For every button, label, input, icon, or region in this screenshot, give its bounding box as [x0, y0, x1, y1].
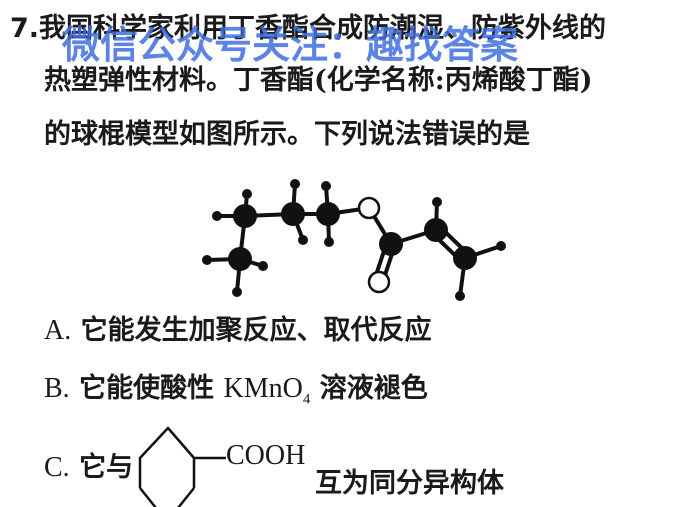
hydrogen-atom	[324, 237, 334, 247]
carbon-atom-4	[316, 202, 340, 226]
cooh-group-label: COOH	[226, 440, 306, 471]
cyclohexane-ring	[138, 426, 226, 507]
question-number: 7.	[10, 13, 40, 44]
option-c[interactable]: C. 它与	[44, 451, 133, 485]
ring-bonds-upper	[138, 426, 196, 488]
watermark-text: 微信公众号关注：趣找答案	[62, 23, 519, 67]
hydrogen-atom	[242, 189, 252, 199]
question-line-2: 热塑弹性材料。丁香酯(化学名称:丙烯酸丁酯)	[44, 64, 593, 98]
hydrogen-atom	[202, 255, 212, 265]
question-text-1: 我国科学家利用丁香酯合成防潮湿、防紫外线的	[39, 13, 607, 44]
option-c-label: C.	[44, 452, 70, 483]
hydrogen-atom	[212, 211, 222, 221]
option-b-formula-subscript: 4	[302, 391, 311, 408]
question-line-1: 7.我国科学家利用丁香酯合成防潮湿、防紫外线的	[10, 12, 606, 46]
hydrogen-atom	[258, 261, 268, 271]
oxygen-atom-carbonyl	[367, 270, 391, 294]
option-b[interactable]: B. 它能使酸性 KMnO4 溶液褪色	[44, 372, 428, 417]
option-b-formula: KMnO4	[223, 373, 311, 408]
carbon-atom-2	[233, 204, 257, 228]
option-c-text-before: 它与	[79, 452, 134, 483]
hydrogen-atom	[432, 197, 442, 207]
question-text-3: 的球棍模型如图所示。下列说法错误的是	[44, 119, 530, 150]
carbon-atom-6	[424, 218, 448, 242]
option-a-text: 它能发生加聚反应、取代反应	[80, 315, 432, 346]
hydrogen-atom	[496, 241, 506, 251]
hydrogen-atom	[232, 287, 242, 297]
carbon-atom-1	[228, 247, 252, 271]
oxygen-atom-ester	[357, 196, 381, 220]
option-a-label: A.	[44, 315, 72, 346]
question-line-3: 的球棍模型如图所示。下列说法错误的是	[44, 118, 530, 152]
carbon-atom-5	[379, 232, 403, 256]
hydrogen-atom	[298, 235, 308, 245]
carbon-atom-7	[453, 246, 477, 270]
ball-and-stick-model	[202, 179, 506, 301]
ring-bond-lower-right	[177, 487, 195, 507]
option-a[interactable]: A. 它能发生加聚反应、取代反应	[44, 314, 432, 348]
hydrogen-atom	[290, 179, 300, 189]
hydrogen-atom	[455, 291, 465, 301]
option-b-formula-main: KMnO	[223, 373, 303, 404]
option-c-text-after: 互为同分异构体	[315, 468, 504, 499]
question-text-2: 热塑弹性材料。丁香酯(化学名称:丙烯酸丁酯)	[44, 65, 593, 96]
option-b-text-after: 溶液褪色	[319, 373, 428, 404]
hydrogen-atom	[321, 181, 331, 191]
option-b-label: B.	[44, 373, 70, 404]
ring-bond-lower-left	[139, 487, 157, 507]
carbon-atom-3	[281, 202, 305, 226]
option-b-text-before: 它能使酸性	[79, 373, 215, 404]
